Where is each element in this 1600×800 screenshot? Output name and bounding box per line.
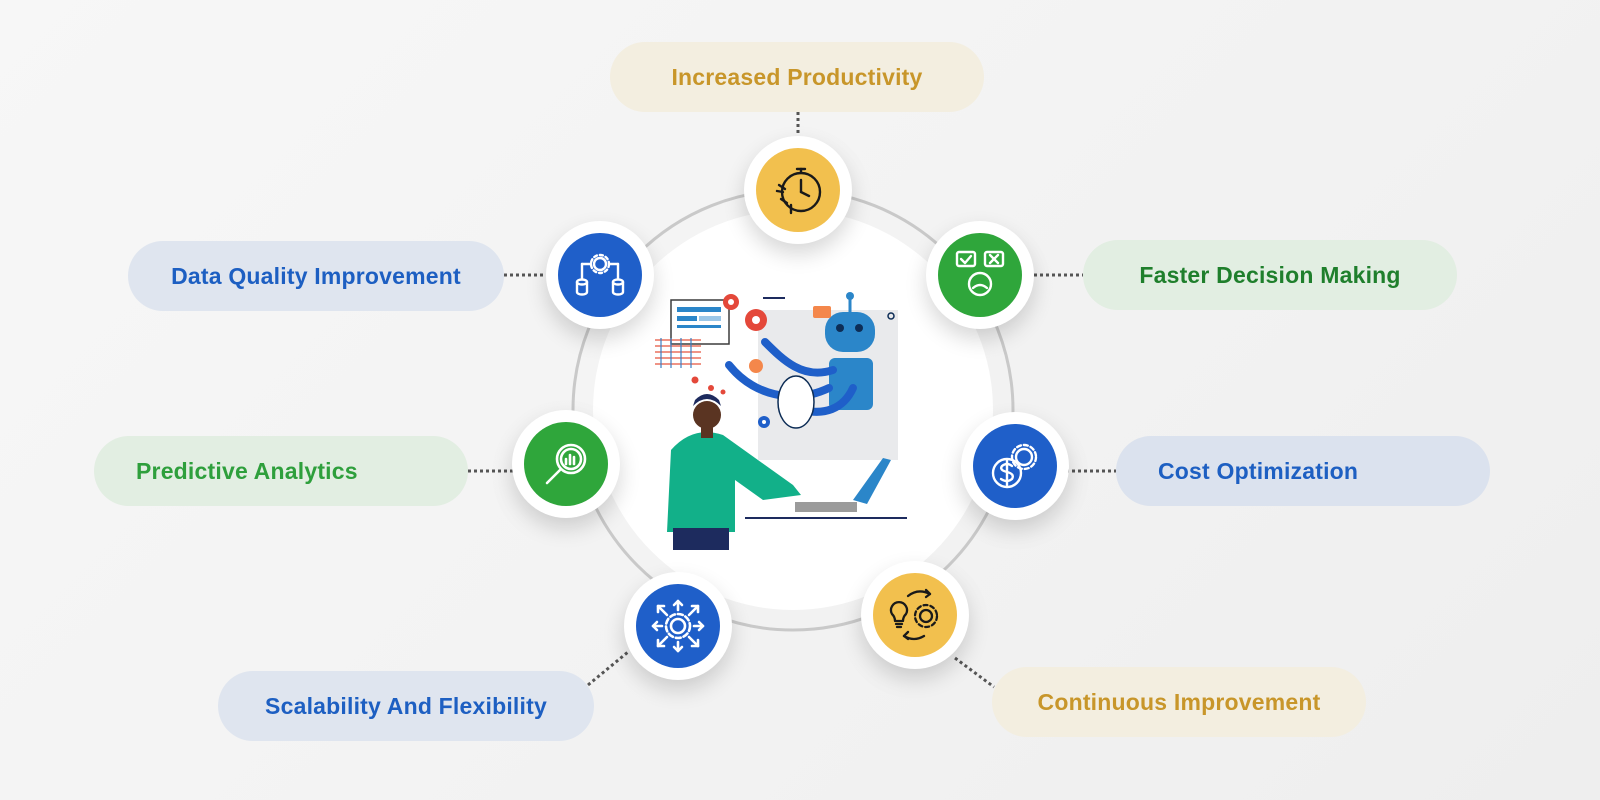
person-with-robot-illustration	[655, 292, 907, 550]
magnifier-chart-icon	[545, 443, 587, 485]
bulb-gear-cycle-icon	[889, 588, 939, 641]
decision-check-cross-icon	[955, 250, 1005, 297]
node-data-quality	[546, 221, 654, 329]
benefit-label: Continuous Improvement	[1037, 688, 1321, 715]
expand-gear-icon	[651, 599, 705, 653]
benefit-faster-decision-making: Faster Decision Making	[1083, 240, 1457, 310]
benefit-label: Data Quality Improvement	[171, 262, 461, 289]
data-gear-network-icon	[575, 253, 625, 296]
node-continuous-improvement	[861, 561, 969, 669]
benefit-scalability-and-flexibility: Scalability And Flexibility	[218, 671, 594, 741]
connector-scalability	[587, 650, 629, 687]
node-predictive-analytics	[512, 410, 620, 518]
benefit-increased-productivity: Increased Productivity	[610, 42, 984, 112]
node-increased-productivity	[744, 136, 852, 244]
node-cost-optimization	[961, 412, 1069, 520]
benefit-label: Faster Decision Making	[1139, 261, 1401, 288]
benefit-cost-optimization: Cost Optimization	[1116, 436, 1490, 506]
connector-continuous	[954, 656, 995, 689]
benefit-data-quality-improvement: Data Quality Improvement	[128, 241, 504, 311]
benefit-label: Cost Optimization	[1158, 457, 1359, 484]
stopwatch-icon	[775, 167, 822, 215]
node-faster-decisions	[926, 221, 1034, 329]
benefit-label: Predictive Analytics	[136, 457, 358, 484]
node-scalability	[624, 572, 732, 680]
benefit-continuous-improvement: Continuous Improvement	[992, 667, 1366, 737]
benefit-label: Increased Productivity	[671, 63, 923, 90]
benefit-predictive-analytics: Predictive Analytics	[94, 436, 468, 506]
benefit-label: Scalability And Flexibility	[265, 692, 547, 719]
dollar-gear-icon	[991, 443, 1038, 489]
